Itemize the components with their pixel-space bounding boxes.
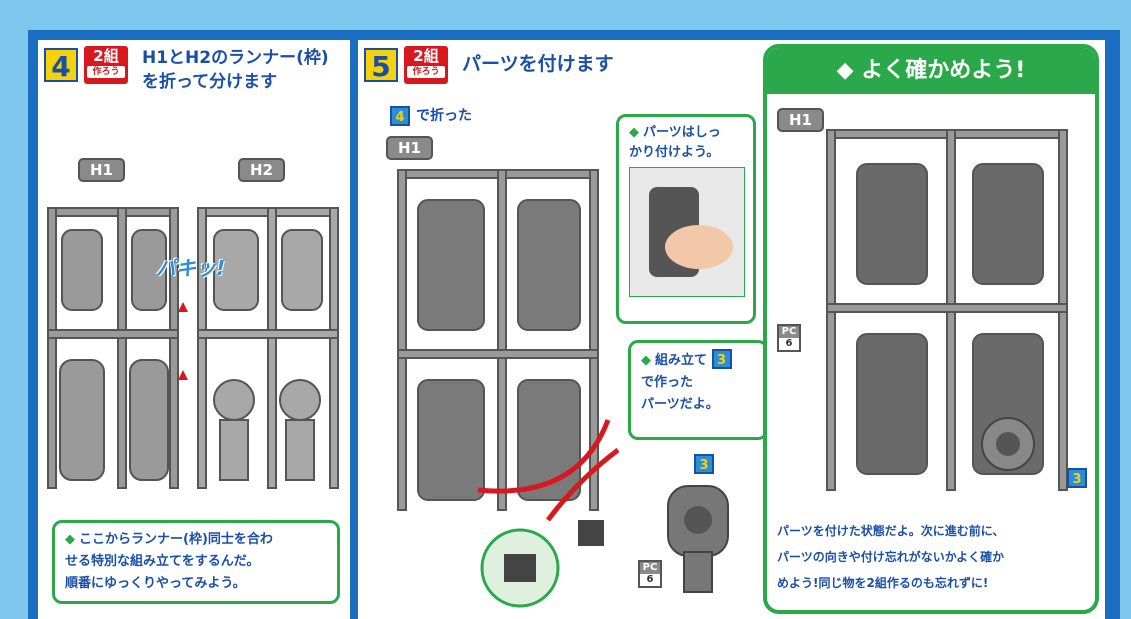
step4-count-top: 2組 [93,47,119,65]
step4-note: ◆ ここからランナー(枠)同士を合わ せる特別な組み立てをするんだ。 順番にゆっく… [52,520,340,604]
step5-ref-num: 4 [390,106,410,126]
step5-number: 5 [364,48,398,83]
step5-ref-text: で折った [416,108,472,124]
tip2-num: 3 [711,349,732,369]
runner-h2-tag: H2 [238,158,285,182]
check-runner-tag: H1 [777,108,824,132]
check-runner-illustration [826,129,1068,491]
step5-runner-tag: H1 [386,136,433,160]
runner-h1-tag: H1 [78,158,125,182]
part3-drawing [667,485,729,593]
check-pc-label: PC [779,326,799,338]
tip2-line3: パーツだよ。 [641,397,719,412]
step4-note-line2: せる特別な組み立てをするんだ。 [65,554,260,569]
snap-callout: パキッ! [156,256,226,280]
tip2-line2: で作った [641,375,694,390]
break-mark-lower [178,370,188,380]
check-text-line2: パーツの向きや付け忘れがないかよく確か [777,550,1005,564]
step5-runner-illustration [397,169,620,522]
runners-illustration [47,207,339,489]
beginner-leaf-icon: ◆ [629,125,639,140]
runner-h1-drawing [47,207,179,489]
step5-part-num: 3 [694,454,714,474]
step4-count-badge: 2組 作ろう [84,46,128,84]
step5-count-bottom: 作ろう [407,66,445,78]
step4-note-line1: ここからランナー(枠)同士を合わ [79,532,273,547]
check-heading: ◆ よく確かめよう! [767,48,1095,94]
tip-made-in-step3: ◆ 組み立て 3 で作った パーツだよ。 [628,340,768,440]
step5-pc-num: 6 [646,574,654,585]
step4-panel: 4 2組 作ろう H1とH2のランナー(枠) を折って分けます H1 H2 [38,40,350,619]
check-part-num: 3 [1067,468,1087,488]
check-pc-tag: PC 6 [777,324,801,352]
step5-panel: 5 2組 作ろう パーツを付けます 4 で折った H1 ◆ [358,40,1105,619]
beginner-leaf-icon: ◆ [641,353,651,368]
check-text: パーツを付けた状態だよ。次に進む前に、 パーツの向きや付け忘れがないかよく確か … [777,518,1093,596]
step5-pc-label: PC [640,562,660,574]
step5-pc-tag: PC 6 [638,560,662,588]
check-pc-num: 6 [785,338,793,349]
tip1-line1: パーツはしっ [643,125,721,140]
tip2-line1: 組み立て [655,353,708,368]
step5-count-badge: 2組 作ろう [404,46,448,84]
pc6-part-drawing [480,520,604,608]
tip-attach-firmly: ◆ パーツはしっ かり付けよう。 [616,114,756,324]
beginner-leaf-icon: ◆ [836,58,854,83]
tip1-line2: かり付けよう。 [629,145,720,160]
instruction-sheet: 4 2組 作ろう H1とH2のランナー(枠) を折って分けます H1 H2 [28,30,1120,619]
check-text-line1: パーツを付けた状態だよ。次に進む前に、 [777,524,1005,538]
check-heading-text: よく確かめよう! [861,58,1026,83]
step4-title-line1: H1とH2のランナー(枠) [142,48,329,68]
check-text-line3: めよう!同じ物を2組作るのも忘れずに! [777,576,989,590]
step4-number: 4 [44,48,78,83]
step5-count-top: 2組 [413,47,439,65]
break-mark-upper [178,302,188,312]
step4-title-line2: を折って分けます [142,72,278,92]
step4-count-bottom: 作ろう [87,66,125,78]
step4-note-line3: 順番にゆっくりやってみよう。 [65,576,246,591]
step5-title: パーツを付けます [462,53,614,75]
runner-h2-drawing [197,207,339,489]
hand-closeup-illustration [628,166,746,298]
beginner-leaf-icon: ◆ [65,532,75,547]
check-panel: ◆ よく確かめよう! H1 P [763,44,1099,614]
